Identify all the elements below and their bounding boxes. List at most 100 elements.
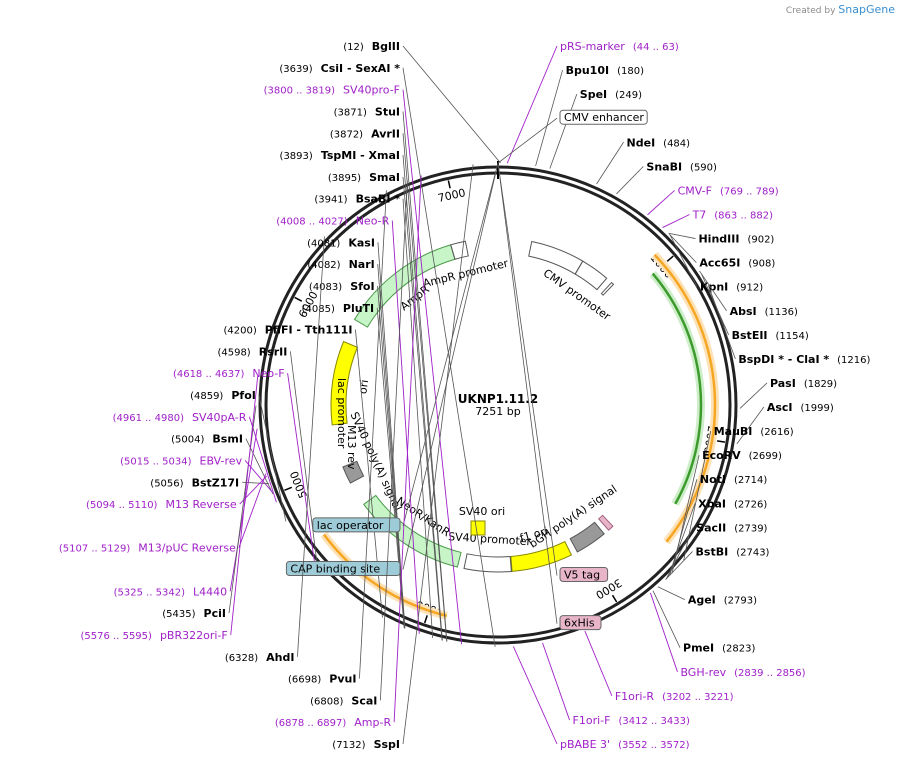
leader-line [739, 382, 768, 409]
leader-line [393, 175, 422, 723]
site-name: CMV-F [678, 184, 712, 197]
site-stui: (3871)StuI [334, 105, 400, 118]
site-name: SV40pA-R [192, 411, 247, 424]
site-nari: (4082)NarI [307, 258, 374, 271]
site-label-text: PmeI(2823) [683, 642, 755, 655]
tick-mark [447, 180, 451, 189]
site-label-text: AbsI(1136) [730, 305, 798, 318]
site-name: AhdI [266, 651, 294, 664]
sv40-ori-feature [470, 520, 486, 536]
site-position: (5056) [150, 478, 183, 489]
site-bgh-rev: BGH-rev(2839 .. 2856) [680, 666, 805, 679]
site-bglii: (12)BglII [343, 40, 400, 53]
leader-line [402, 162, 499, 570]
site-asci: AscI(1999) [767, 401, 834, 414]
site-name: BGH-rev [680, 666, 726, 679]
site-label-text: CMV-F(769 .. 789) [678, 184, 779, 197]
site-cmv-f: CMV-F(769 .. 789) [678, 184, 779, 197]
site-position: (2823) [722, 644, 755, 655]
site-position: (249) [615, 90, 642, 101]
site-pfoi: (4859)PfoI [190, 389, 256, 402]
site-label-text: (4859)PfoI [190, 389, 256, 402]
site-position: (2714) [734, 475, 767, 486]
site-prs-marker: pRS-marker(44 .. 63) [560, 40, 679, 53]
site-label-text: (3893)TspMI - XmaI [280, 149, 400, 162]
site-position: (44 .. 63) [633, 42, 679, 53]
site-label-text: AscI(1999) [767, 401, 834, 414]
leader-line [402, 67, 496, 648]
site-name: MauBI [714, 425, 753, 438]
site-pluti: (4085)PluTI [302, 302, 375, 315]
site-label-text: (5576 .. 5595)pBR322ori-F [81, 629, 228, 642]
site-name: PluTI [343, 302, 374, 315]
site-sfoi: (4083)SfoI [309, 280, 375, 293]
site-name: F1ori-R [615, 690, 655, 703]
site-position: (4859) [190, 391, 223, 402]
site-label-text: (3941)BsaBI * [314, 193, 400, 206]
orange-orf-2-feature [322, 533, 448, 618]
site-name: EcoRV [702, 449, 741, 462]
leader-line [650, 592, 678, 672]
m13-rev-label: M13 rev [345, 425, 358, 470]
site-position: (863 .. 882) [714, 210, 773, 221]
leader-line [584, 630, 613, 697]
leader-line [549, 94, 578, 169]
site-position: (590) [690, 162, 717, 173]
site-label-text: pRS-marker(44 .. 63) [560, 40, 679, 53]
site-label-text: T7(863 .. 882) [692, 208, 774, 221]
site-position: (902) [747, 235, 774, 246]
site-label-text: (6878 .. 6897)Amp-R [275, 716, 392, 729]
bgh-poly-a-signal-feature [569, 521, 605, 553]
site-position: (3800 .. 3819) [264, 86, 336, 97]
leader-line [497, 162, 558, 576]
site-neo-r: (4008 .. 4027)Neo-R [276, 215, 389, 228]
site-hindiii: HindIII (902) [698, 233, 774, 246]
site-name: pBABE 3' [560, 738, 610, 751]
site-name: ScaI [351, 694, 377, 707]
site-label-text: (3872)AvrII [330, 127, 400, 140]
site-pcii: (5435)PciI [162, 607, 226, 620]
site-position: (4598) [217, 347, 250, 358]
leader-line [668, 232, 696, 239]
site-name: SpeI [580, 88, 607, 101]
site-name: TspMI - XmaI [321, 149, 400, 162]
site-position: (2793) [724, 596, 757, 607]
site-name: AscI [767, 401, 793, 414]
feature-box-label: V5 tag [564, 569, 600, 582]
site-pbabe-3: pBABE 3' (3552 .. 3572) [560, 738, 690, 751]
site-position: (4200) [223, 326, 256, 337]
site-label-text: XbaI(2726) [698, 497, 767, 510]
site-position: (2699) [749, 451, 782, 462]
site-label-text: (3800 .. 3819)SV40pro-F [264, 84, 400, 97]
leader-line [667, 503, 696, 578]
site-label-text: MauBI (2616) [714, 425, 794, 438]
site-name: SspI [374, 738, 400, 751]
site-label-text: KpnI(912) [700, 281, 763, 294]
site-name: CsiI - SexAI * [321, 62, 401, 75]
site-name: RsrII [259, 345, 288, 358]
site-noti: NotI(2714) [700, 473, 767, 486]
feature-box [559, 109, 648, 125]
site-name: HindIII [698, 233, 739, 246]
leader-line [497, 162, 558, 624]
site-ebv-rev: (5015 .. 5034)EBV-rev [120, 454, 242, 467]
site-label-text: BstEII(1154) [732, 329, 809, 342]
site-position: (2616) [760, 427, 793, 438]
site-position: (6698) [288, 675, 321, 686]
site-position: (3552 .. 3572) [618, 740, 690, 751]
site-f1ori-f: F1ori-F(3412 .. 3433) [573, 714, 690, 727]
site-position: (6808) [310, 696, 343, 707]
site-sacii: SacII(2739) [696, 521, 767, 534]
leader-line [248, 416, 277, 503]
site-name: StuI [375, 105, 400, 118]
site-name: Neo-F [252, 367, 284, 380]
site-label-text: (5094 .. 5110)M13 Reverse [86, 498, 237, 511]
leader-line [665, 527, 694, 580]
site-position: (12) [343, 42, 364, 53]
site-label-text: (5056)BstZ17I [150, 476, 239, 489]
site-sspi: (7132)SspI [332, 738, 400, 751]
site-cap-binding-site: CAP binding site [285, 561, 401, 576]
leader-line [542, 642, 570, 721]
